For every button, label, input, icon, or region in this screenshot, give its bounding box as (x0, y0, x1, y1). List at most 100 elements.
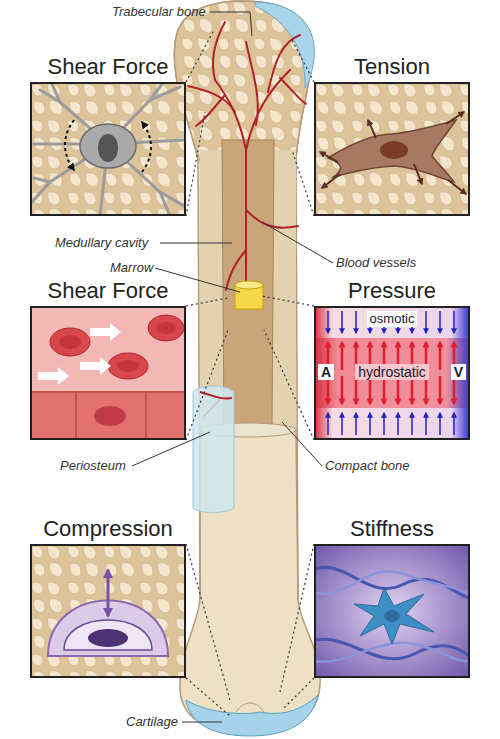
illustration-part (314, 643, 470, 662)
illustration-part (59, 335, 81, 349)
illustration-part (322, 174, 340, 188)
pressure-art (314, 306, 470, 440)
illustration-part (292, 40, 314, 82)
illustration-part (354, 588, 434, 644)
illustration-part (80, 124, 136, 168)
illustration-part (314, 338, 470, 408)
illustration-part (314, 571, 470, 606)
illustration-part (320, 112, 466, 194)
panel-frame (30, 82, 186, 216)
illustration-part (284, 678, 314, 708)
illustration-part (160, 243, 232, 244)
illustration-part (200, 392, 232, 398)
illustration-part (30, 544, 186, 678)
illustration-part (30, 82, 186, 216)
panel-heading: Shear Force (30, 52, 186, 82)
illustration-part (196, 95, 225, 126)
illustration-part (52, 84, 60, 102)
illustration-part (30, 392, 186, 440)
panel-text-slot: V (451, 363, 466, 381)
inset-panel: Shear Force (30, 276, 186, 440)
illustration-part (236, 703, 264, 712)
illustration-part (65, 120, 74, 170)
illustration-part (88, 629, 128, 647)
panel-frame: osmotichydrostaticAV (314, 306, 470, 440)
blood-flow-art (30, 306, 186, 440)
illustration-part (30, 306, 186, 440)
panel-heading: Shear Force (30, 276, 186, 306)
illustration-part (107, 570, 110, 616)
illustration-part (448, 180, 466, 194)
illustration-part (160, 192, 170, 216)
marrow (235, 281, 263, 309)
illustration-part (296, 430, 298, 600)
illustration-part (314, 306, 470, 440)
illustration-part (108, 353, 148, 379)
inset-panel: Tension (314, 52, 470, 216)
illustration-part (262, 222, 333, 263)
illustration-part (64, 620, 152, 650)
inset-panel: PressureosmotichydrostaticAV (314, 276, 470, 440)
illustration-part (320, 152, 338, 162)
periosteum (193, 386, 234, 513)
blood-vessels (188, 22, 306, 416)
illustration-part (186, 695, 318, 736)
osteocyte-art (30, 82, 186, 216)
illustration-part (210, 12, 252, 36)
part-label: Compact bone (325, 458, 410, 473)
illustration-part (193, 386, 234, 513)
illustration-part (182, 722, 222, 723)
stiffness-art (314, 544, 470, 678)
illustration-part (186, 330, 228, 440)
illustration-part (292, 150, 314, 216)
panel-text-slot: osmotic (316, 309, 468, 327)
part-label: Periosteum (60, 458, 126, 473)
panel-heading: Compression (30, 514, 186, 544)
panel-frame (314, 544, 470, 678)
illustration-part (80, 357, 111, 375)
chondrocyte-art (30, 544, 186, 678)
illustration-part (186, 112, 205, 216)
illustration-part (280, 78, 306, 104)
illustration-part (188, 86, 235, 112)
illustration-part (440, 311, 441, 435)
illustration-part (264, 330, 314, 440)
illustration-part (98, 134, 118, 162)
illustration-part (328, 120, 456, 182)
illustration-part (174, 1, 320, 735)
illustration-part (94, 406, 126, 426)
illustration-part (215, 80, 246, 300)
panel-heading: Tension (314, 52, 470, 82)
illustration-part (368, 120, 376, 138)
illustration-part (235, 281, 263, 289)
panel-text: osmotic (367, 311, 418, 327)
panel-frame (30, 306, 186, 440)
illustration-part (186, 544, 230, 700)
illustration-part (142, 122, 151, 172)
illustration-part (414, 164, 422, 184)
illustration-part (50, 328, 90, 356)
inset-panel: Compression (30, 514, 186, 678)
illustration-part (30, 391, 186, 393)
illustration-part (280, 544, 314, 692)
panel-heading: Stiffness (314, 514, 470, 544)
illustration-part (262, 296, 314, 306)
inset-panel: Stiffness (314, 514, 470, 678)
part-label: Marrow (110, 260, 153, 275)
panel-frame (30, 544, 186, 678)
illustration-part (186, 678, 230, 716)
bone (174, 1, 320, 736)
illustration-part (342, 311, 343, 435)
panel-frame (314, 82, 470, 216)
illustration-part (186, 30, 214, 82)
inset-panel: Shear Force (30, 52, 186, 216)
illustration-part (156, 322, 176, 334)
box-leaders (186, 30, 314, 716)
part-label: Blood vessels (336, 255, 416, 270)
tension-art (314, 82, 470, 216)
illustration-part (32, 84, 186, 216)
panel-text-slot: A (318, 363, 334, 381)
illustration-part (145, 392, 147, 440)
illustration-part (222, 140, 274, 430)
